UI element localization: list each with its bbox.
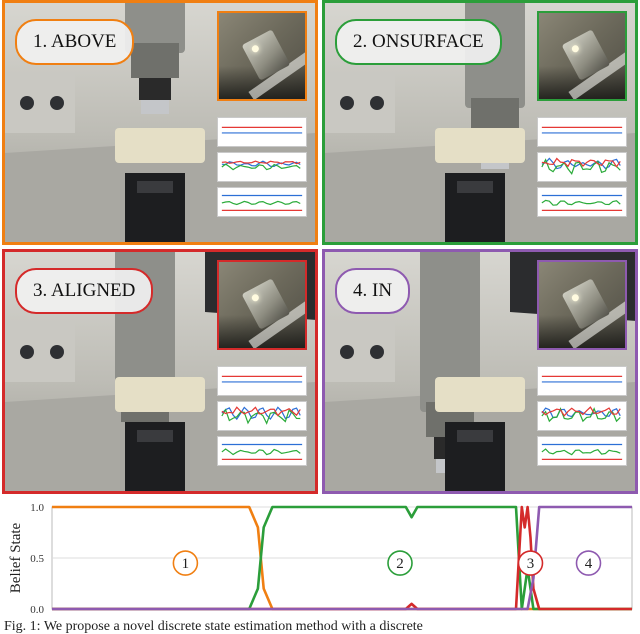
gripper-tip [471, 98, 519, 133]
camera-inset [537, 260, 627, 350]
state-label-above: 1. ABOVE [15, 19, 135, 65]
outlet-socket [20, 96, 34, 110]
state-label-aligned: 3. ALIGNED [15, 268, 154, 314]
outlet-socket [50, 96, 64, 110]
sensor-mini-plots [217, 366, 307, 471]
sensor-trace [541, 407, 621, 423]
state-marker-circle [172, 550, 199, 576]
socket-fixture [115, 377, 205, 412]
socket-fixture [115, 128, 205, 163]
figure-caption: Fig. 1: We propose a novel discrete stat… [4, 619, 423, 634]
panel-onsurface: 2. ONSURFACE [322, 0, 638, 245]
sensor-trace [541, 448, 621, 456]
state-marker-label: 2 [396, 556, 404, 572]
wall-outlets [5, 73, 75, 133]
gripper-finger [125, 3, 185, 53]
y-tick-label: 0.0 [30, 604, 44, 616]
sensor-mini-plots [537, 117, 627, 222]
panel-above: 1. ABOVE [2, 0, 318, 245]
state-marker-label: 3 [527, 556, 535, 572]
sensor-mini-plots [217, 117, 307, 222]
sensor-mini-plot [537, 436, 627, 466]
sensor-trace [541, 157, 621, 168]
sensor-mini-plot [217, 187, 307, 217]
usb-connector [141, 100, 169, 114]
sensor-mini-plot [217, 436, 307, 466]
sensor-mini-plot [217, 366, 307, 396]
sensor-mini-plot [217, 401, 307, 431]
wall-outlets [5, 322, 75, 382]
figure-panels: 1. ABOVE 2. ONSURFACE 3. ALIGNED 4. IN [2, 0, 638, 494]
socket-fixture [435, 128, 525, 163]
belief-series-2 [52, 505, 632, 611]
socket-fixture [435, 377, 525, 412]
wall-outlets [325, 73, 395, 133]
belief-series-3 [52, 505, 632, 611]
panel-aligned: 3. ALIGNED [2, 249, 318, 494]
outlet-socket [340, 96, 354, 110]
socket-port [457, 430, 493, 442]
state-marker-circle [387, 550, 413, 576]
sensor-trace [221, 163, 301, 171]
sensor-trace [541, 406, 621, 417]
panel-in: 4. IN [322, 249, 638, 494]
sensor-mini-plot [537, 187, 627, 217]
sensor-mini-plot [537, 152, 627, 182]
sensor-trace [221, 408, 301, 425]
socket-port [457, 181, 493, 193]
gripper-tip [131, 43, 179, 78]
sensor-mini-plot [537, 401, 627, 431]
sensor-trace [221, 200, 301, 206]
sensor-mini-plots [537, 366, 627, 471]
socket-port [137, 181, 173, 193]
y-tick-label: 1.0 [30, 502, 44, 514]
camera-inset [217, 260, 307, 350]
gripper-finger [420, 252, 480, 412]
usb-plug [139, 78, 171, 100]
belief-series-4 [52, 505, 632, 611]
outlet-socket [20, 345, 34, 359]
state-marker-label: 4 [585, 556, 593, 572]
state-marker-circle [575, 550, 602, 576]
sensor-mini-plot [537, 117, 627, 147]
camera-inset [217, 11, 307, 101]
state-marker-circle [517, 550, 544, 576]
wall-outlets [325, 322, 395, 382]
outlet-socket [370, 96, 384, 110]
state-label-in: 4. IN [335, 268, 411, 314]
socket-port [137, 430, 173, 442]
state-marker-label: 1 [182, 556, 190, 572]
sensor-trace [541, 158, 621, 175]
outlet-socket [50, 345, 64, 359]
outlet-socket [340, 345, 354, 359]
sensor-mini-plot [217, 117, 307, 147]
y-axis-label: Belief State [8, 522, 24, 593]
sensor-trace [541, 199, 621, 206]
sensor-mini-plot [537, 366, 627, 396]
sensor-trace [221, 406, 301, 417]
sensor-mini-plot [217, 152, 307, 182]
state-label-onsurface: 2. ONSURFACE [335, 19, 502, 65]
sensor-trace [221, 448, 301, 456]
camera-inset [537, 11, 627, 101]
sensor-trace [221, 160, 301, 165]
y-tick-label: 0.5 [30, 553, 44, 565]
outlet-socket [370, 345, 384, 359]
